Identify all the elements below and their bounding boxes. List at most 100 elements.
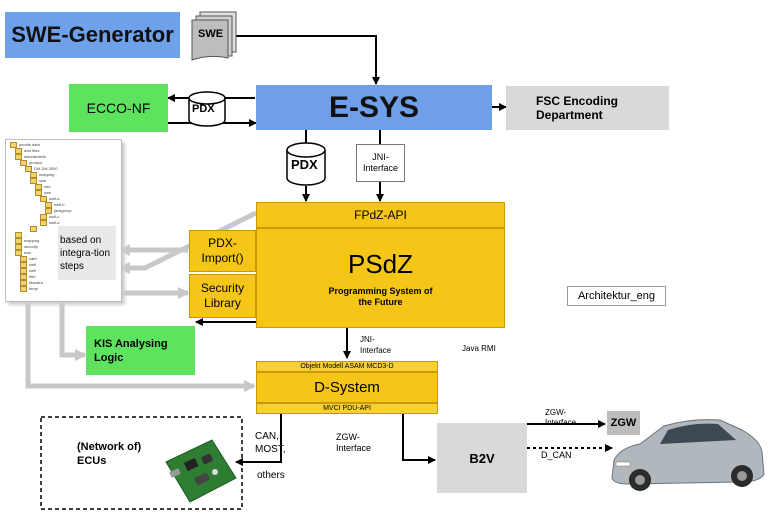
folder-icon [10, 142, 17, 148]
esys-label: E-SYS [328, 90, 420, 124]
tree-item[interactable]: avis files [10, 148, 121, 154]
tree-item[interactable]: temp [10, 286, 121, 292]
tree-item[interactable]: tlkdaten [10, 280, 121, 286]
tree-item[interactable]: .. [10, 232, 121, 238]
fpdz-api-label: FPdZ-API [354, 208, 407, 222]
tree-item[interactable]: swe [10, 178, 121, 184]
architektur-label: Architektur_eng [577, 290, 656, 302]
arrow-dsystem-to-ecus [235, 414, 282, 466]
folder-icon [30, 178, 37, 184]
psdz-box: PSdZ Programming System of the Future [256, 228, 505, 328]
tree-item-label: avis files [24, 148, 40, 154]
d-system-box: D-System [256, 372, 438, 403]
tree-item-label: swfl [29, 262, 36, 268]
ecu-board-icon [165, 439, 237, 503]
tree-item[interactable]: javagroup [10, 208, 121, 214]
folder-icon [35, 184, 42, 190]
tree-item[interactable]: swfl [10, 268, 121, 274]
folder-icon [30, 226, 37, 232]
folder-icon [25, 166, 32, 172]
tree-item[interactable]: swfl-d [10, 220, 121, 226]
tree-item[interactable]: swfl [10, 262, 121, 268]
folder-icon [15, 148, 22, 154]
folder-icon [15, 232, 22, 238]
fsc-label: FSC Encoding Department [536, 94, 618, 122]
tree-item[interactable]: standardinfo [10, 154, 121, 160]
tree-item[interactable]: mapping [10, 172, 121, 178]
folder-icon [35, 190, 42, 196]
gray-arrow-dsystem [25, 300, 256, 392]
tree-item[interactable]: swfl-a [10, 196, 121, 202]
psdz-label: PSdZ [347, 248, 414, 279]
ecco-nf-box: ECCO-NF [69, 84, 168, 132]
tree-item[interactable]: swfl-b [10, 202, 121, 208]
tree-item[interactable]: mapping [10, 238, 121, 244]
ecus-boundary [40, 416, 243, 510]
tree-item-label: swfl-a [49, 196, 60, 202]
security-library-label: Security Library [200, 281, 245, 310]
folder-icon [20, 274, 27, 280]
tree-item-label: temp [29, 286, 38, 292]
others-label: others [257, 470, 285, 481]
d-can-label: D_CAN [541, 450, 572, 460]
network-ecus-label: (Network of) ECUs [77, 441, 142, 467]
d-system-label: D-System [314, 379, 380, 396]
tree-item-label: javagroup [54, 208, 72, 214]
folder-icon [45, 208, 52, 214]
jni-top-box: JNI-Interface [356, 144, 405, 182]
b2v-label: B2V [469, 450, 495, 466]
tree-item-label: cafd [29, 256, 37, 262]
swe-doc-label: SWE [198, 28, 224, 40]
pdx-import-label: PDX-Import() [201, 236, 244, 265]
folder-icon [40, 220, 47, 226]
folder-icon [40, 214, 47, 220]
mvci-box: MVCI PDU-API [256, 403, 438, 414]
pdx-top-label: PDX [192, 103, 215, 115]
objekt-modell-label: Objekt Modell ASAM MCD3-D [300, 363, 394, 370]
esys-box: E-SYS [256, 85, 492, 130]
folder-icon [20, 286, 27, 292]
tree-item-label: swe [24, 250, 32, 256]
tree-item-label: swfl-d [49, 220, 60, 226]
tree-item-label: swe [39, 178, 47, 184]
tree-item[interactable]: ... [10, 226, 121, 232]
folder-icon [15, 154, 22, 160]
folder-icon [20, 160, 27, 166]
folder-icon [20, 256, 27, 262]
tree-item[interactable]: product [10, 160, 121, 166]
swe-generator-label: SWE-Generator [11, 22, 174, 47]
zgw-label: ZGW [610, 417, 637, 429]
tree-item-label: pendis data [19, 142, 40, 148]
tree-item[interactable]: security [10, 244, 121, 250]
tree-item-label: product [29, 160, 43, 166]
folder-icon [20, 262, 27, 268]
fsc-box: FSC Encoding Department [506, 86, 669, 130]
tree-item[interactable]: pendis data [10, 142, 121, 148]
mvci-label: MVCI PDU-API [323, 405, 371, 412]
tree-item-label: .. [24, 232, 27, 238]
folder-icon [20, 268, 27, 274]
tree-item-label: standardinfo [24, 154, 47, 160]
tree-item[interactable]: btld [10, 274, 121, 280]
tree-item-label: swe [44, 190, 52, 196]
car-icon [611, 419, 765, 491]
tree-item-label: tlkdaten [29, 280, 44, 286]
tree-item[interactable]: cafd [10, 256, 121, 262]
swe-generator-box: SWE-Generator [5, 12, 180, 58]
tree-item[interactable]: DM-DN-3000 [10, 166, 121, 172]
pdx-top-cylinder [188, 91, 226, 127]
tree-item-label: swfl-c [49, 214, 60, 220]
folder-icon [40, 196, 47, 202]
java-rmi-label: Java RMI [462, 344, 496, 353]
tree-item[interactable]: cbd [10, 184, 121, 190]
tree-item[interactable]: swe [10, 250, 121, 256]
tree-item[interactable]: swfl-c [10, 214, 121, 220]
folder-icon [30, 172, 37, 178]
b2v-box: B2V [437, 423, 527, 493]
tree-item-label: swfl [29, 268, 36, 274]
fpdz-api-box: FPdZ-API [256, 202, 505, 228]
tree-item[interactable]: swe [10, 190, 121, 196]
swe-document-icon [191, 11, 237, 61]
